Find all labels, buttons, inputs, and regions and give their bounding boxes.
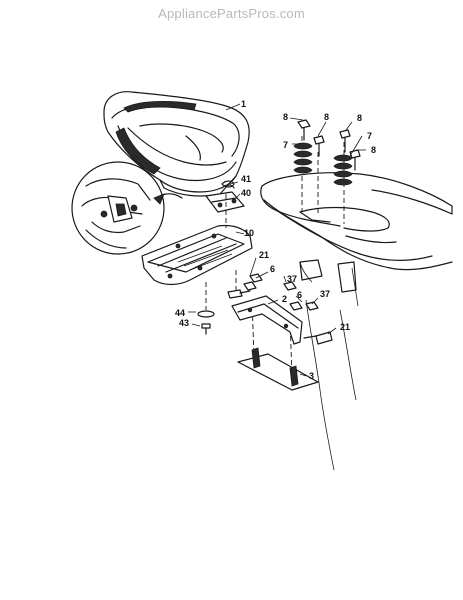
callout-3: 3 — [309, 371, 314, 381]
bolt-group — [297, 119, 361, 171]
callout-37: 37 — [287, 274, 297, 284]
callout-40: 40 — [241, 188, 251, 198]
seat-pan — [141, 224, 253, 286]
base-plate — [237, 347, 319, 391]
callout-labels: 1 8 8 8 7 7 8 41 40 10 21 6 37 2 6 37 44… — [175, 99, 376, 381]
seat-bracket — [205, 191, 245, 213]
watermark: AppliancePartsPros.com — [158, 6, 305, 21]
callout-6: 6 — [297, 290, 302, 300]
mower-frame-outline — [260, 172, 453, 471]
seat — [103, 91, 250, 197]
leader-lines — [188, 103, 366, 377]
callout-21: 21 — [340, 322, 350, 332]
callout-8: 8 — [371, 145, 376, 155]
spring-left — [293, 142, 313, 174]
hardware-upper — [227, 273, 319, 311]
callout-44: 44 — [175, 308, 185, 318]
callout-6: 6 — [270, 264, 275, 274]
spring-right — [333, 154, 353, 186]
callout-41: 41 — [241, 174, 251, 184]
callout-21: 21 — [259, 250, 269, 260]
callout-8: 8 — [283, 112, 288, 122]
callout-8: 8 — [324, 112, 329, 122]
detail-inset — [71, 161, 183, 255]
washer-and-screw — [197, 310, 215, 335]
callout-7: 7 — [367, 131, 372, 141]
callout-37: 37 — [320, 289, 330, 299]
callout-43: 43 — [179, 318, 189, 328]
callout-10: 10 — [244, 228, 254, 238]
spring-clip — [221, 180, 235, 189]
seat-bracket-plate — [231, 295, 333, 345]
callout-7: 7 — [283, 140, 288, 150]
callout-1: 1 — [241, 99, 246, 109]
callout-8: 8 — [357, 113, 362, 123]
callout-2: 2 — [282, 294, 287, 304]
